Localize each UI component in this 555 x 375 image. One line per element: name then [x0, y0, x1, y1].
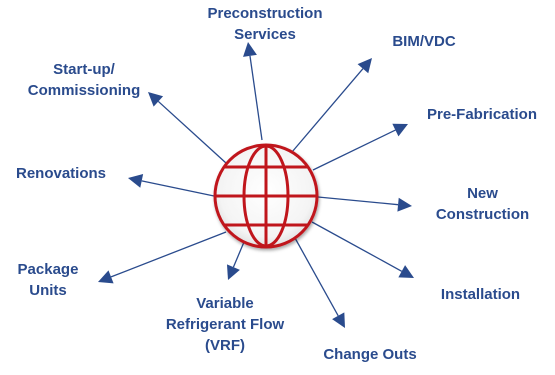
arrow-head	[98, 270, 114, 284]
arrow-bim-vdc	[291, 58, 372, 153]
arrow-shaft	[141, 180, 215, 197]
label-line: Package	[17, 261, 79, 278]
label-line: Units	[29, 282, 67, 299]
label-line: Services	[234, 26, 296, 43]
arrow-shaft	[110, 231, 227, 278]
arrow-head	[243, 42, 257, 57]
arrow-vrf	[226, 241, 245, 280]
label-startup: Start-up/Commissioning	[4, 59, 164, 101]
arrow-shaft	[157, 100, 227, 164]
arrow-head	[332, 312, 345, 328]
arrow-group	[98, 42, 414, 328]
label-line: Start-up/	[53, 61, 115, 78]
arrow-change-outs	[294, 237, 345, 328]
label-pre-fabrication: Pre-Fabrication	[412, 104, 552, 125]
label-line: Installation	[440, 286, 521, 303]
label-renovations: Renovations	[0, 163, 122, 184]
arrow-head	[397, 197, 412, 212]
arrow-renovations	[128, 174, 215, 197]
label-installation: Installation	[418, 284, 543, 305]
label-line: (VRF)	[205, 337, 245, 354]
label-line: Construction	[435, 206, 530, 223]
label-change-outs: Change Outs	[305, 344, 435, 365]
label-line: Change Outs	[323, 346, 417, 363]
arrow-package-units	[98, 231, 227, 284]
label-line: Variable	[196, 295, 254, 312]
label-line: BIM/VDC	[392, 33, 456, 50]
arrow-shaft	[311, 221, 403, 272]
arrow-shaft	[312, 129, 396, 171]
arrow-pre-fabrication	[312, 123, 408, 171]
arrow-head	[357, 58, 372, 74]
arrow-shaft	[317, 196, 399, 206]
arrow-startup	[148, 92, 227, 164]
arrow-shaft	[291, 68, 364, 153]
arrow-installation	[311, 221, 414, 278]
arrow-head	[148, 92, 164, 107]
arrow-shaft	[294, 237, 339, 317]
globe-icon	[213, 143, 319, 249]
label-line: Refrigerant Flow	[165, 316, 285, 333]
label-line: Preconstruction	[207, 5, 323, 22]
label-line: Pre-Fabrication	[426, 106, 538, 123]
arrow-preconstruction	[243, 42, 263, 141]
label-line: New	[467, 185, 498, 202]
arrow-head	[226, 264, 240, 280]
arrow-shaft	[232, 241, 245, 268]
arrow-shaft	[249, 55, 263, 141]
label-line: Renovations	[15, 165, 106, 182]
arrow-head	[128, 174, 144, 188]
arrow-head	[392, 123, 408, 137]
arrow-head	[398, 265, 414, 278]
label-bim-vdc: BIM/VDC	[374, 31, 474, 52]
arrow-new-construction	[317, 196, 412, 212]
label-line: Commissioning	[27, 82, 141, 99]
